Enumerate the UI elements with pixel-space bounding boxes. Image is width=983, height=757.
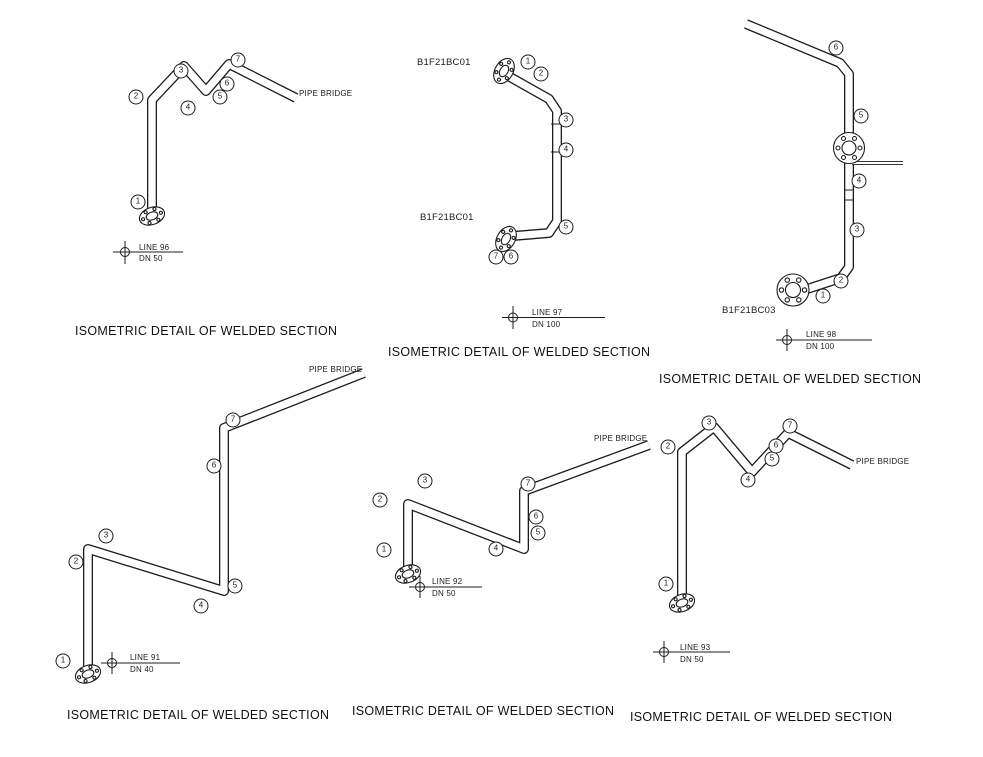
weld-marker: 4 (193, 598, 209, 614)
weld-marker: 6 (503, 249, 519, 265)
weld-marker: 1 (130, 194, 146, 210)
dn-label: DN 50 (432, 589, 456, 598)
dimension-marker-icon (113, 241, 183, 264)
dn-label: DN 50 (139, 254, 163, 263)
weld-marker: 7 (488, 249, 504, 265)
flange-icon (138, 206, 166, 226)
drawing-caption: ISOMETRIC DETAIL OF WELDED SECTION (659, 372, 922, 386)
weld-marker: 6 (219, 76, 235, 92)
weld-marker: 7 (520, 476, 536, 492)
dn-label: DN 100 (532, 320, 561, 329)
pipe-drawing-line-93 (653, 422, 855, 663)
pipe-bridge-label: PIPE BRIDGE (856, 457, 910, 466)
flange-icon (776, 273, 810, 307)
dimension-marker-icon (776, 329, 872, 351)
drawing-caption: ISOMETRIC DETAIL OF WELDED SECTION (388, 345, 651, 359)
line-number-label: LINE 91 (130, 653, 161, 662)
weld-marker: 4 (740, 472, 756, 488)
weld-marker: 1 (376, 542, 392, 558)
weld-marker: 5 (558, 219, 574, 235)
weld-marker: 6 (206, 458, 222, 474)
weld-marker: 6 (768, 438, 784, 454)
weld-marker: 6 (528, 509, 544, 525)
weld-marker: 1 (55, 653, 71, 669)
flange-icon (832, 131, 866, 165)
weld-marker: 5 (530, 525, 546, 541)
component-label: B1F21BC03 (722, 305, 776, 316)
weld-marker: 5 (853, 108, 869, 124)
pipe-bridge-label: PIPE BRIDGE (299, 89, 353, 98)
weld-marker: 4 (851, 173, 867, 189)
weld-marker: 7 (230, 52, 246, 68)
weld-marker: 7 (782, 418, 798, 434)
weld-marker: 2 (68, 554, 84, 570)
weld-marker: 3 (701, 415, 717, 431)
weld-marker: 6 (828, 40, 844, 56)
weld-marker: 4 (488, 541, 504, 557)
drawing-caption: ISOMETRIC DETAIL OF WELDED SECTION (352, 704, 615, 718)
weld-marker: 3 (173, 63, 189, 79)
line-number-label: LINE 96 (139, 243, 170, 252)
weld-marker: 2 (128, 89, 144, 105)
pipe (678, 423, 854, 599)
weld-marker: 3 (98, 528, 114, 544)
drawing-caption: ISOMETRIC DETAIL OF WELDED SECTION (630, 710, 893, 724)
weld-marker: 2 (660, 439, 676, 455)
pipe (508, 73, 561, 240)
pipe-bridge-label: PIPE BRIDGE (594, 434, 648, 443)
dimension-marker-icon (502, 306, 605, 329)
flange-icon (394, 564, 422, 584)
line-number-label: LINE 92 (432, 577, 463, 586)
weld-marker: 5 (227, 578, 243, 594)
weld-marker: 2 (372, 492, 388, 508)
weld-marker: 3 (417, 473, 433, 489)
dn-label: DN 100 (806, 342, 835, 351)
component-label: B1F21BC01 (420, 212, 474, 223)
line-number-label: LINE 98 (806, 330, 837, 339)
flange-icon (668, 593, 696, 613)
pipe (744, 20, 853, 295)
pipe-drawing-line-91 (74, 368, 366, 684)
component-label: B1F21BC01 (417, 57, 471, 68)
pipe (403, 440, 651, 570)
pipe (148, 60, 298, 213)
weld-marker: 2 (833, 273, 849, 289)
pipe-drawing-line-96 (113, 59, 299, 264)
pipe-bridge-label: PIPE BRIDGE (309, 365, 363, 374)
weld-marker: 1 (520, 54, 536, 70)
pipe (404, 441, 651, 570)
weld-marker: 4 (180, 100, 196, 116)
dn-label: DN 40 (130, 665, 154, 674)
flange-icon (493, 57, 515, 85)
weld-marker: 7 (225, 412, 241, 428)
dimension-marker-icon (409, 576, 482, 598)
weld-marker: 5 (212, 89, 228, 105)
drawing-caption: ISOMETRIC DETAIL OF WELDED SECTION (67, 708, 330, 722)
line-number-label: LINE 97 (532, 308, 563, 317)
dimension-marker-icon (101, 652, 180, 674)
flange-icon (495, 225, 517, 253)
pipe-drawing-line-92 (394, 440, 651, 598)
weld-marker: 1 (658, 576, 674, 592)
pipe-drawing-line-97 (493, 57, 605, 329)
dn-label: DN 50 (680, 655, 704, 664)
weld-marker: 1 (815, 288, 831, 304)
weld-marker: 2 (533, 66, 549, 82)
weld-marker: 4 (558, 142, 574, 158)
weld-marker: 3 (558, 112, 574, 128)
weld-marker: 3 (849, 222, 865, 238)
dimension-marker-icon (653, 641, 730, 663)
line-number-label: LINE 93 (680, 643, 711, 652)
pipe (84, 369, 366, 670)
flange-icon (74, 664, 102, 684)
weld-marker: 5 (764, 451, 780, 467)
drawing-caption: ISOMETRIC DETAIL OF WELDED SECTION (75, 324, 338, 338)
